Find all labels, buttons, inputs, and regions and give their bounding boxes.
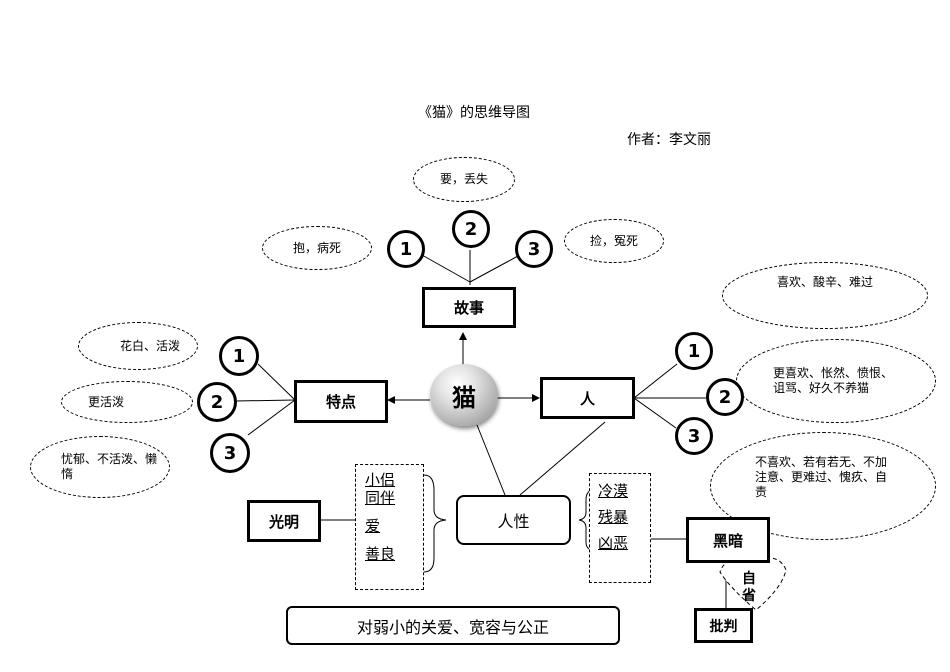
people-note-2: 更喜欢、怅然、愤恨、诅骂、好久不养猫: [736, 339, 936, 423]
bright-word-2: 同伴: [365, 489, 396, 507]
bright-word-1: 小侣: [365, 471, 396, 489]
bright-word-3: 爱: [365, 517, 381, 535]
dark-word-1: 冷漠: [598, 482, 629, 500]
story-note-2: 要，丢失: [413, 157, 515, 202]
story-box: 故事: [422, 287, 516, 328]
people-note-1: 喜欢、酸辛、难过: [722, 262, 928, 329]
features-number-3: 3: [210, 433, 250, 473]
features-note-2: 更活泼: [61, 381, 193, 423]
people-box: 人: [540, 377, 635, 419]
bright-brace: [423, 474, 447, 573]
reflection-shape: [719, 557, 787, 611]
criticism-box: 批判: [694, 608, 753, 643]
dark-brace: [578, 489, 595, 551]
conclusion-box: 对弱小的关爱、宽容与公正: [286, 606, 620, 645]
bright-word-4: 善良: [365, 545, 396, 563]
features-number-2: 2: [197, 382, 237, 422]
features-note-1: 花白、活泼: [78, 322, 198, 370]
humanity-box: 人性: [456, 495, 571, 545]
diagram-title: 《猫》的思维导图: [418, 105, 530, 121]
dark-box: 黑暗: [686, 517, 770, 563]
bright-words-panel: 小侣 同伴 爱 善良: [355, 464, 424, 590]
story-number-2: 2: [452, 210, 490, 248]
dark-words-panel: 冷漠 残暴 凶恶: [589, 473, 651, 583]
features-box: 特点: [294, 380, 388, 423]
story-number-1: 1: [387, 230, 425, 268]
story-number-3: 3: [515, 230, 553, 268]
cat-center-node: 猫: [430, 364, 498, 426]
story-note-1: 抱，病死: [262, 226, 372, 270]
people-number-3: 3: [675, 417, 713, 455]
features-note-3: 忧郁、不活泼、懒惰: [30, 436, 170, 498]
people-number-2: 2: [706, 378, 744, 416]
author-line: 作者：李文丽: [627, 132, 711, 148]
dark-word-2: 残暴: [598, 508, 629, 526]
bright-box: 光明: [247, 500, 321, 542]
dark-word-3: 凶恶: [598, 534, 629, 552]
people-number-1: 1: [675, 332, 713, 370]
features-number-1: 1: [219, 336, 259, 376]
reflection-label: 自省: [742, 571, 756, 604]
story-note-3: 捡，冤死: [564, 219, 664, 263]
